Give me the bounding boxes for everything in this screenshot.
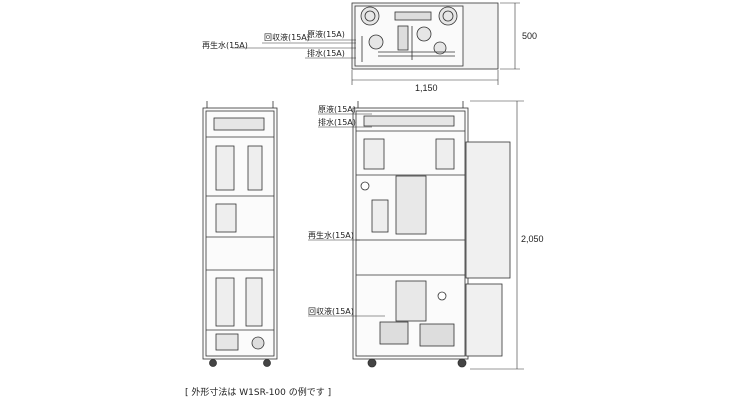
side-tank-2 — [247, 145, 263, 191]
top-filter — [397, 25, 409, 51]
height-dimension — [470, 100, 524, 370]
side-tank-3 — [215, 277, 235, 327]
label-haisui-front: 排水(15A) — [318, 117, 356, 127]
label-genseki-front: 原液(15A) — [318, 104, 356, 114]
front-header-pipes — [363, 115, 455, 127]
label-kaishu-top: 回収液(15A) — [264, 32, 310, 42]
valve-top-left — [368, 34, 384, 50]
valve-top-right — [433, 41, 447, 55]
pump-top-right — [438, 6, 458, 26]
front-pump-right — [419, 323, 455, 347]
top-pipe-header — [394, 11, 432, 21]
side-pump — [251, 336, 265, 350]
pump-top-right-core — [442, 10, 454, 22]
drawing-caption: [ 外形寸法は W1SR-100 の例です ] — [185, 388, 332, 398]
front-frame-inner — [355, 110, 466, 357]
front-caster-right — [457, 358, 467, 368]
side-frame-inner — [205, 110, 275, 357]
label-genseki-top: 原液(15A) — [307, 29, 345, 39]
label-kaishu-front: 回収液(15A) — [308, 306, 354, 316]
dim-width-value: 1,150 — [415, 83, 438, 93]
front-view-leaders — [308, 113, 385, 317]
label-saisei-front: 再生水(15A) — [308, 230, 354, 240]
pressure-gauge-1 — [360, 181, 370, 191]
dim-height-value: 2,050 — [521, 234, 544, 244]
text-layer: 原液(15A) 回収液(15A) 再生水(15A) 排水(15A) 原液(15A… — [202, 29, 544, 316]
side-header-block — [213, 117, 265, 131]
side-caster-left — [209, 359, 217, 367]
front-lower-tank — [395, 280, 427, 322]
front-caster-left — [367, 358, 377, 368]
side-panel — [465, 283, 503, 357]
front-tank-right — [435, 138, 455, 170]
label-saisei-top: 再生水(15A) — [202, 40, 248, 50]
side-tank-4 — [245, 277, 263, 327]
side-view — [202, 101, 278, 367]
pump-top-left — [360, 6, 380, 26]
side-caster-right — [263, 359, 271, 367]
label-haisui-top: 排水(15A) — [307, 48, 345, 58]
top-view — [351, 2, 499, 70]
top-view-leaders — [232, 39, 356, 59]
pump-top-left-core — [364, 10, 376, 22]
front-cartridge — [371, 199, 389, 233]
top-dimensions — [351, 2, 520, 85]
valve-top-center — [416, 26, 432, 42]
front-tank-left — [363, 138, 385, 170]
dim-depth-value: 500 — [522, 31, 537, 41]
front-view — [352, 101, 511, 368]
control-panel — [465, 141, 511, 279]
side-filter — [215, 203, 237, 233]
front-pump-left — [379, 321, 409, 345]
front-filter-housing — [395, 175, 427, 235]
pressure-gauge-2 — [437, 291, 447, 301]
side-tank-1 — [215, 145, 235, 191]
side-motor — [215, 333, 239, 351]
side-frame-outer — [202, 107, 278, 360]
